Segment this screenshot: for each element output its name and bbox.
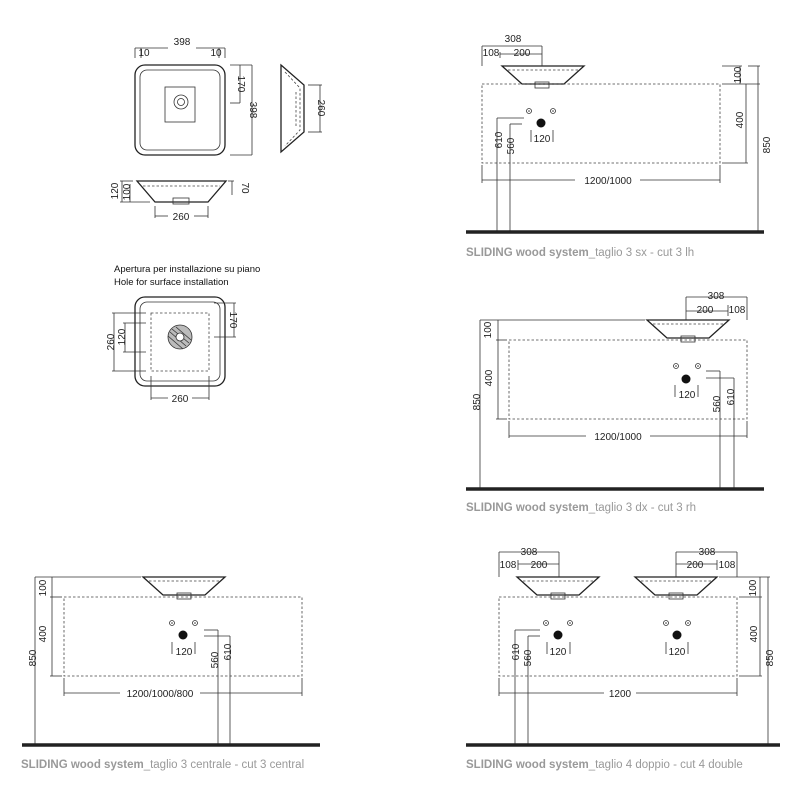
dim-margin-left: 10 [138, 48, 150, 59]
dim-cutout-offset: 170 [227, 312, 238, 329]
dim-850: 850 [28, 649, 39, 666]
dim-400: 400 [735, 111, 746, 128]
dim-308: 308 [505, 34, 522, 45]
panel-cut-4-double: 308 108 200 308 200 108 100 400 850 610 … [466, 547, 780, 771]
dim-width: 1200/1000 [584, 176, 632, 187]
dim-610: 610 [511, 643, 522, 660]
dim-850: 850 [765, 649, 776, 666]
dim-side-height: 260 [315, 100, 326, 117]
dim-100: 100 [38, 579, 49, 596]
dim-100: 100 [748, 579, 759, 596]
dim-560: 560 [210, 651, 221, 668]
dim-108: 108 [483, 48, 500, 59]
dim-front-h3: 70 [239, 182, 250, 194]
dim-100: 100 [733, 66, 744, 83]
dim-drain-offset: 170 [235, 76, 246, 93]
dim-front-base: 260 [173, 212, 190, 223]
dim-560: 560 [506, 137, 517, 154]
basin-front-view: 120 100 70 260 [110, 180, 250, 223]
dim-front-h2: 100 [122, 183, 133, 200]
caption: SLIDING wood system_taglio 3 sx - cut 3 … [466, 247, 694, 259]
caption: SLIDING wood system_taglio 3 dx - cut 3 … [466, 502, 696, 514]
panel-cut-3-rh: 308 200 108 100 400 850 560 610 120 1200… [466, 291, 764, 514]
cutout-hole [150, 312, 210, 372]
caption: SLIDING wood system_taglio 4 doppio - cu… [466, 759, 743, 771]
dim-top-width: 398 [174, 37, 191, 48]
dim-120-right: 120 [669, 647, 686, 658]
dim-cutout-height: 260 [106, 333, 117, 350]
drain-icon [173, 94, 189, 110]
drain-plate [164, 86, 196, 123]
basin-top-view: 398 10 10 170 398 [134, 37, 258, 156]
cutout-note-it: Apertura per installazione su piano [114, 264, 260, 275]
dim-120: 120 [534, 134, 551, 145]
dim-cutout-width: 260 [172, 394, 189, 405]
cabinet [498, 596, 738, 677]
dim-width: 1200/1000 [594, 432, 642, 443]
dim-400: 400 [749, 625, 760, 642]
cutout-view: Apertura per installazione su piano Hole… [106, 264, 260, 405]
dim-560: 560 [523, 649, 534, 666]
dim-610: 610 [726, 388, 737, 405]
dim-margin-right: 10 [210, 48, 222, 59]
cabinet [63, 596, 303, 677]
cabinet [508, 339, 748, 420]
dim-850: 850 [762, 136, 773, 153]
dim-100: 100 [483, 321, 494, 338]
dim-front-h1: 120 [110, 182, 121, 199]
dim-108-left: 108 [500, 560, 517, 571]
dim-308: 308 [708, 291, 725, 302]
cutout-note-en: Hole for surface installation [114, 277, 229, 288]
dim-120: 120 [679, 390, 696, 401]
dim-108: 108 [729, 305, 746, 316]
dim-200: 200 [514, 48, 531, 59]
caption: SLIDING wood system_taglio 3 centrale - … [21, 759, 304, 771]
dim-width: 1200/1000/800 [127, 689, 194, 700]
dim-400: 400 [38, 625, 49, 642]
dim-top-depth: 398 [247, 102, 258, 119]
dim-cutout-inner: 120 [117, 328, 128, 345]
cabinet [481, 83, 721, 164]
dim-308-right: 308 [699, 547, 716, 558]
dim-308-left: 308 [521, 547, 538, 558]
dim-200: 200 [697, 305, 714, 316]
dim-200-left: 200 [531, 560, 548, 571]
dim-200-right: 200 [687, 560, 704, 571]
dim-108-right: 108 [719, 560, 736, 571]
dim-120: 120 [176, 647, 193, 658]
dim-610: 610 [223, 643, 234, 660]
dim-850: 850 [472, 393, 483, 410]
dim-610: 610 [494, 131, 505, 148]
basin-side-view: 260 [280, 63, 326, 154]
dim-560: 560 [712, 395, 723, 412]
dim-width: 1200 [609, 689, 632, 700]
panel-cut-3-lh: 308 108 200 100 400 850 610 560 120 1200… [466, 34, 773, 259]
dim-400: 400 [484, 369, 495, 386]
panel-cut-3-central: 100 400 850 560 610 120 1200/1000/800 SL… [21, 576, 320, 771]
dim-120-left: 120 [550, 647, 567, 658]
